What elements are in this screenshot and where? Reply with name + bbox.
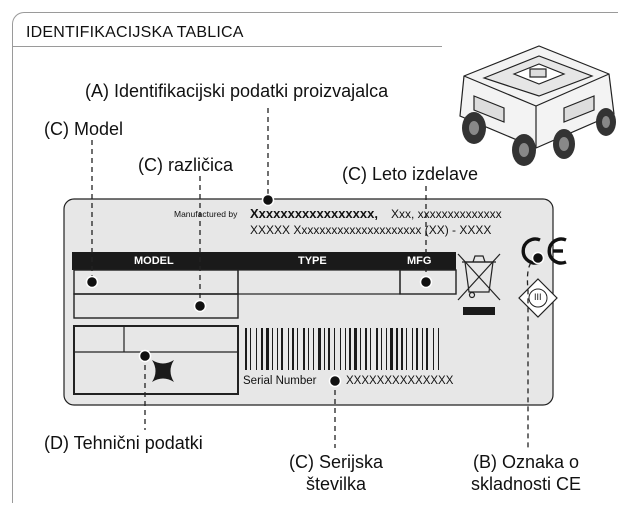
class-iii-label: III xyxy=(534,292,542,302)
page-title: IDENTIFIKACIJSKA TABLICA xyxy=(26,24,244,41)
technical-data-box xyxy=(73,325,239,395)
version-cell xyxy=(73,293,239,319)
callout-ce-line2: skladnosti CE xyxy=(470,474,582,494)
weee-bin-icon xyxy=(457,253,501,301)
callout-technical: (D) Tehnični podatki xyxy=(44,433,203,453)
callout-model: (C) Model xyxy=(44,119,124,139)
callout-serial-line1: (C) Serijska xyxy=(288,452,383,472)
manufacturer-name: Xxxxxxxxxxxxxxxxx, xyxy=(250,206,378,221)
weee-bar xyxy=(463,307,495,315)
callout-ce-line1: (B) Oznaka o xyxy=(472,452,580,472)
barcode xyxy=(245,328,439,370)
manufactured-by-label: Manufactured by xyxy=(174,209,238,219)
callout-serial: (C) Serijska številka xyxy=(266,451,406,495)
manufacturer-line: Xxx, xxxxxxxxxxxxxx xyxy=(391,207,502,221)
callout-version: (C) različica xyxy=(138,155,234,175)
serial-number-label: Serial Number xyxy=(243,375,317,387)
header-underline xyxy=(12,12,442,47)
robot-mower-image xyxy=(459,45,616,166)
ce-mark-icon xyxy=(521,237,567,265)
manufacturer-address: XXXXX Xxxxxxxxxxxxxxxxxxxxx (XX) - XXXX xyxy=(250,223,492,237)
mfg-cell xyxy=(399,269,457,295)
technical-mark-icon xyxy=(152,360,174,382)
section-frame xyxy=(12,12,618,503)
callout-year: (C) Leto izdelave xyxy=(342,164,479,184)
col-type-header: TYPE xyxy=(298,255,327,267)
plate-header-bar xyxy=(72,252,456,270)
class-iii-icon xyxy=(518,278,558,318)
callout-dots xyxy=(85,193,545,388)
serial-number-value: XXXXXXXXXXXXXX xyxy=(346,375,454,387)
callout-manufacturer: (A) Identifikacijski podatki proizvajalc… xyxy=(85,81,389,101)
callout-serial-line2: številka xyxy=(305,474,367,494)
col-mfg-header: MFG xyxy=(407,255,432,267)
col-model-header: MODEL xyxy=(134,255,174,267)
callout-ce: (B) Oznaka o skladnosti CE xyxy=(456,451,596,495)
